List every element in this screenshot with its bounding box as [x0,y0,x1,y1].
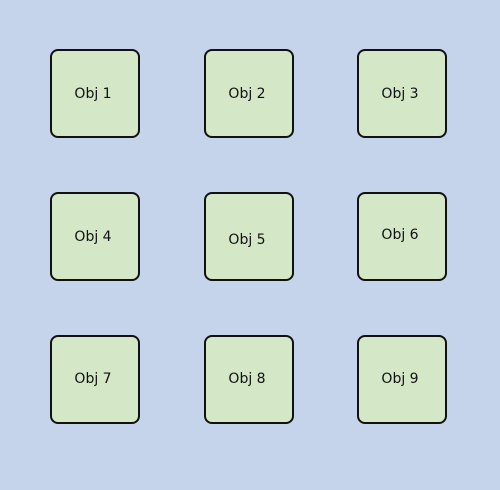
object-tile-4[interactable]: Obj 4 [50,192,140,281]
object-label-4: Obj 4 [74,228,112,245]
object-tile-6[interactable]: Obj 6 [357,192,447,281]
object-label-6: Obj 6 [381,226,419,243]
object-label-8: Obj 8 [228,370,266,387]
object-tile-2[interactable]: Obj 2 [204,49,294,138]
object-label-5: Obj 5 [228,231,266,248]
object-label-3: Obj 3 [381,85,419,102]
object-tile-8[interactable]: Obj 8 [204,335,294,424]
object-label-7: Obj 7 [74,370,112,387]
object-tile-3[interactable]: Obj 3 [357,49,447,138]
object-tile-7[interactable]: Obj 7 [50,335,140,424]
object-label-1: Obj 1 [74,85,112,102]
object-tile-5[interactable]: Obj 5 [204,192,294,281]
object-label-2: Obj 2 [228,85,266,102]
object-tile-9[interactable]: Obj 9 [357,335,447,424]
object-tile-1[interactable]: Obj 1 [50,49,140,138]
object-label-9: Obj 9 [381,370,419,387]
